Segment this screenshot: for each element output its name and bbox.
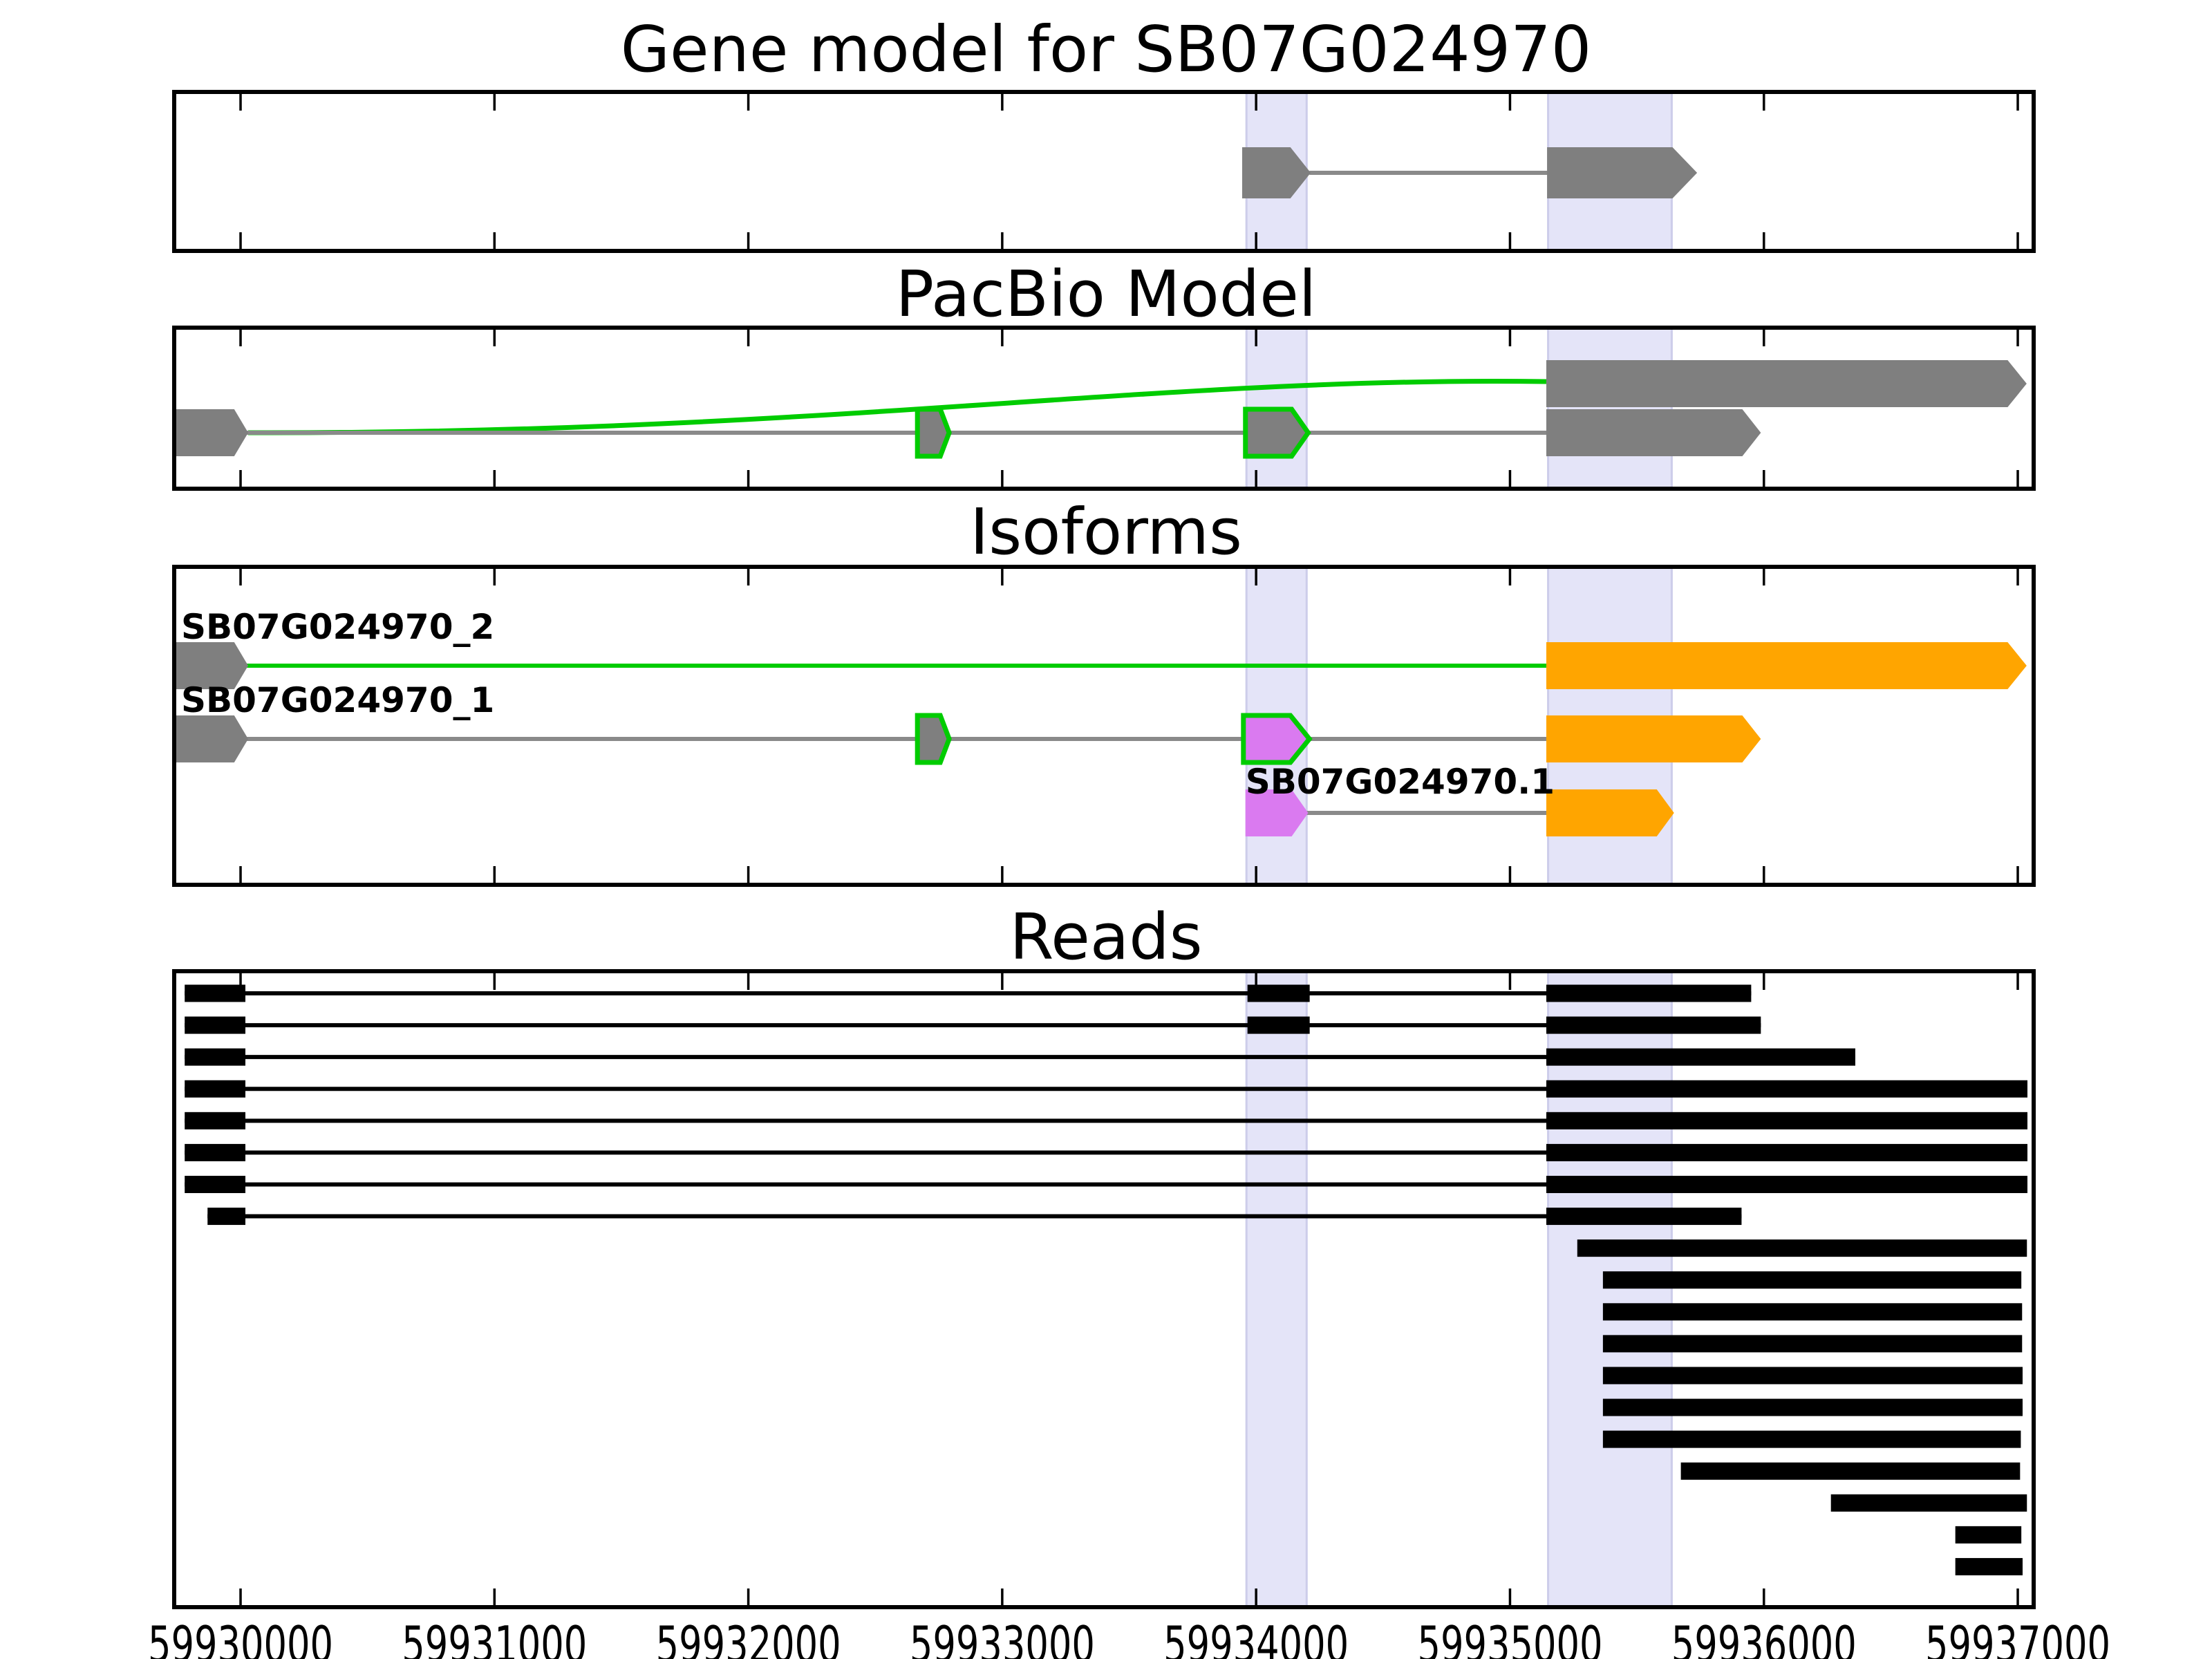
axis-tick-label: 59935000	[1417, 1615, 1602, 1659]
read-bar	[185, 1016, 245, 1034]
pacbio_model-exon	[915, 406, 952, 459]
read-bar	[1546, 1048, 1855, 1066]
isoforms-exon	[1546, 715, 1761, 762]
title-reads: Reads	[1009, 900, 1203, 974]
panel-border	[172, 565, 2036, 887]
read-bar	[1546, 1143, 2027, 1161]
read-bar	[185, 1048, 245, 1066]
read-bar	[185, 1112, 245, 1130]
highlight-band	[1547, 973, 1673, 1605]
read-bar	[1247, 984, 1310, 1002]
isoforms-exon	[1546, 789, 1674, 836]
highlight-band	[1547, 330, 1673, 487]
isoforms-exon	[1245, 789, 1309, 836]
read-bar	[1602, 1367, 2023, 1385]
isoform-label: SB07G024970.1	[1246, 762, 1555, 802]
read-bar	[1680, 1462, 2021, 1480]
read-bar	[1955, 1557, 2023, 1575]
gene_model-exon	[1547, 147, 1698, 198]
read-bar	[1546, 984, 1752, 1002]
highlight-band-edge	[1245, 973, 1248, 1605]
read-bar	[1602, 1430, 2021, 1448]
highlight-band-edge	[1305, 330, 1308, 487]
highlight-band-edge	[1547, 973, 1550, 1605]
axis-tick-label: 59932000	[656, 1615, 841, 1659]
highlight-band-edge	[1670, 973, 1673, 1605]
splice-arc	[248, 378, 1547, 435]
panel-border	[172, 90, 2036, 253]
highlight-band-edge	[1305, 973, 1308, 1605]
read-bar	[1602, 1303, 2023, 1321]
gene_model-exon	[1241, 147, 1311, 198]
read-bar	[1577, 1239, 2027, 1257]
read-bar	[185, 1143, 245, 1161]
axis-tick-label: 59936000	[1671, 1615, 1857, 1659]
isoforms-exon	[174, 642, 249, 689]
read-bar	[1546, 1080, 2027, 1098]
isoforms-exon	[1546, 642, 2027, 689]
read-bar	[1546, 1175, 2027, 1193]
panel-border	[172, 326, 2036, 491]
read-bar	[1247, 1016, 1310, 1034]
read-bar	[1602, 1335, 2023, 1353]
read-bar	[1546, 1208, 1742, 1226]
isoforms-exon	[1241, 713, 1313, 765]
read-bar	[185, 1080, 245, 1098]
read-bar	[185, 1175, 245, 1193]
highlight-band	[1245, 973, 1308, 1605]
axis-tick-label: 59933000	[910, 1615, 1095, 1659]
read-bar	[207, 1208, 245, 1226]
highlight-band-edge	[1547, 330, 1550, 487]
isoforms-exon	[174, 715, 249, 762]
title-isoforms: Isoforms	[970, 495, 1242, 569]
axis-tick-label: 59930000	[148, 1615, 333, 1659]
read-bar	[1955, 1526, 2022, 1544]
read-bar	[1830, 1494, 2027, 1512]
pacbio_model-exon	[1546, 360, 2027, 407]
read-bar	[1602, 1271, 2022, 1289]
read-bar	[1546, 1112, 2027, 1130]
highlight-band-edge	[1305, 569, 1308, 883]
read-bar	[1546, 1016, 1761, 1034]
pacbio_model-exon	[1243, 406, 1311, 459]
axis-tick-label: 59934000	[1163, 1615, 1349, 1659]
isoforms-exon	[915, 713, 952, 765]
isoform-label: SB07G024970_2	[181, 607, 494, 647]
axis-tick-label: 59931000	[402, 1615, 587, 1659]
pacbio_model-exon	[174, 409, 249, 456]
panel-border	[172, 969, 2036, 1609]
isoform-label: SB07G024970_1	[181, 680, 494, 720]
pacbio_model-exon	[1546, 409, 1761, 456]
axis-tick-label: 59937000	[1925, 1615, 2110, 1659]
read-bar	[1602, 1398, 2023, 1416]
highlight-band-edge	[1670, 330, 1673, 487]
title-pacbio-model: PacBio Model	[895, 257, 1317, 331]
read-bar	[185, 984, 245, 1002]
title-gene-model: Gene model for SB07G024970	[620, 12, 1592, 86]
